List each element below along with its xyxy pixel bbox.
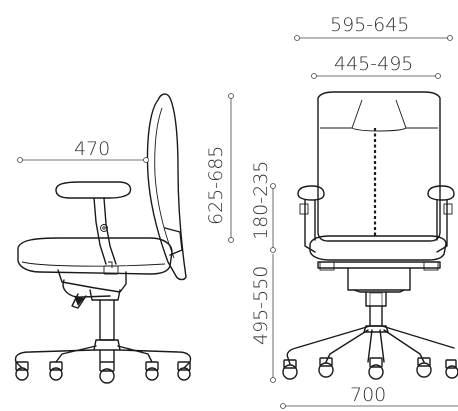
armrest-height-dimension: 180-235 (250, 161, 276, 253)
caster-icon (49, 361, 63, 381)
overall-width-dimension: 595-645 (294, 14, 453, 41)
caster-icon (177, 361, 191, 381)
depth-label: 470 (74, 138, 110, 160)
caster-icon (416, 357, 432, 378)
back-width-label: 445-495 (334, 53, 413, 75)
caster-icon (445, 359, 458, 379)
seat-height-label: 495-550 (250, 266, 272, 345)
back-height-dimension: 625-685 (205, 93, 234, 243)
caster-icon (318, 357, 334, 378)
base-width-dimension: 700 (280, 384, 458, 409)
seat-height-dimension: 495-550 (250, 254, 276, 383)
caster-icon (368, 357, 384, 380)
overall-width-label: 595-645 (330, 14, 409, 36)
caster-icon (282, 359, 298, 380)
depth-dimension: 470 (17, 138, 149, 163)
side-view-chair (14, 93, 192, 384)
caster-icon (15, 361, 29, 381)
front-view-chair (282, 91, 458, 380)
back-height-label: 625-685 (205, 146, 227, 225)
back-width-dimension: 445-495 (311, 53, 441, 79)
caster-icon (99, 361, 115, 384)
caster-icon (145, 361, 159, 381)
base-width-label: 700 (350, 384, 386, 406)
armrest-height-label: 180-235 (250, 161, 272, 240)
